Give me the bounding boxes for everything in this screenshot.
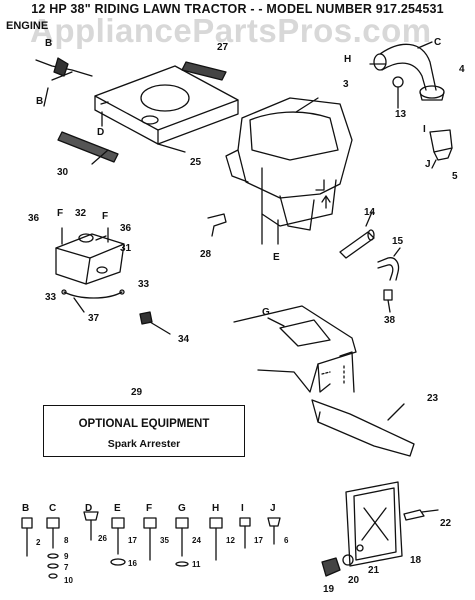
callout-letter-i: I (423, 124, 426, 135)
strip-27-drawing (181, 61, 227, 81)
callout-5: 5 (452, 171, 458, 182)
hardware-num-8: 8 (64, 536, 69, 545)
callout-21: 21 (368, 565, 380, 576)
callout-letter-b-lower: B (36, 96, 44, 107)
diagram-title: 12 HP 38" RIDING LAWN TRACTOR - - MODEL … (31, 2, 444, 16)
callout-20: 20 (348, 575, 360, 586)
hardware-num-17-e: 17 (128, 536, 137, 545)
hardware-letter-f: F (146, 503, 153, 514)
callout-30: 30 (57, 167, 69, 178)
callout-letter-g: G (262, 307, 270, 318)
callout-33-right: 33 (138, 279, 150, 290)
shield-23-drawing (311, 399, 415, 457)
hardware-num-17-i: 17 (254, 536, 263, 545)
callout-33-left: 33 (45, 292, 57, 303)
hardware-num-6: 6 (284, 536, 289, 545)
callout-15: 15 (392, 236, 404, 247)
tube-drawing (339, 211, 401, 313)
hardware-num-9: 9 (64, 552, 69, 561)
callout-29: 29 (131, 387, 143, 398)
strip-30-drawing (57, 131, 119, 163)
callout-letter-h: H (344, 54, 352, 65)
callout-letter-f-left: F (57, 208, 64, 219)
hardware-bolts-drawing (21, 511, 281, 579)
hardware-letter-g: G (178, 503, 186, 514)
hardware-letter-i: I (241, 503, 244, 514)
callout-letter-d: D (97, 127, 105, 138)
callout-23: 23 (427, 393, 439, 404)
hardware-num-26: 26 (98, 534, 107, 543)
callout-34: 34 (178, 334, 190, 345)
hardware-num-10: 10 (64, 576, 73, 585)
hardware-num-16: 16 (128, 559, 137, 568)
hardware-letter-d: D (85, 503, 93, 514)
muffler-drawing (369, 41, 445, 109)
optional-equipment-box: OPTIONAL EQUIPMENT Spark Arrester (43, 405, 245, 457)
engine-drawing (225, 97, 353, 245)
callout-3: 3 (343, 79, 349, 90)
hardware-num-12: 12 (226, 536, 235, 545)
fuel-tank-drawing (55, 227, 125, 285)
cable-clip-drawing (35, 57, 93, 107)
hardware-letter-h: H (212, 503, 220, 514)
filter-34-drawing (139, 311, 153, 325)
callout-14: 14 (364, 207, 376, 218)
hardware-num-35: 35 (160, 536, 169, 545)
hardware-letter-e: E (114, 503, 121, 514)
callout-13: 13 (395, 109, 407, 120)
callout-31: 31 (120, 243, 132, 254)
clip-28-drawing (207, 213, 227, 237)
callout-28: 28 (200, 249, 212, 260)
callout-4: 4 (459, 64, 465, 75)
hardware-letter-c: C (49, 503, 57, 514)
callout-37: 37 (88, 313, 100, 324)
hardware-num-7: 7 (64, 563, 69, 572)
plate-18-drawing (321, 481, 439, 577)
hardware-num-2: 2 (36, 538, 41, 547)
spark-arrester-label: Spark Arrester (107, 438, 181, 450)
callout-22: 22 (440, 518, 452, 529)
optional-equipment-heading: OPTIONAL EQUIPMENT (78, 418, 210, 430)
callout-25: 25 (190, 157, 202, 168)
callout-letter-b-top: B (45, 38, 53, 49)
callout-19: 19 (323, 584, 335, 595)
callout-letter-c: C (434, 37, 442, 48)
callout-18: 18 (410, 555, 422, 566)
section-label: ENGINE (6, 20, 49, 32)
mounting-plate-drawing (94, 65, 239, 153)
callout-letter-e: E (273, 252, 280, 263)
callout-27: 27 (217, 42, 229, 53)
hardware-letter-b: B (22, 503, 30, 514)
callout-32: 32 (75, 208, 87, 219)
fuel-hose-drawing (61, 289, 125, 313)
hardware-letter-j: J (270, 503, 276, 514)
watermark: AppliancePartsPros.com (30, 12, 432, 49)
callout-38: 38 (384, 315, 396, 326)
hardware-num-24: 24 (192, 536, 201, 545)
callout-letter-j: J (425, 159, 431, 170)
callout-36-right: 36 (120, 223, 132, 234)
hardware-num-11: 11 (192, 560, 201, 569)
callout-36-left: 36 (28, 213, 40, 224)
callout-letter-f-right: F (102, 211, 109, 222)
frame-drawing (233, 305, 357, 393)
cap-5-drawing (429, 129, 453, 169)
